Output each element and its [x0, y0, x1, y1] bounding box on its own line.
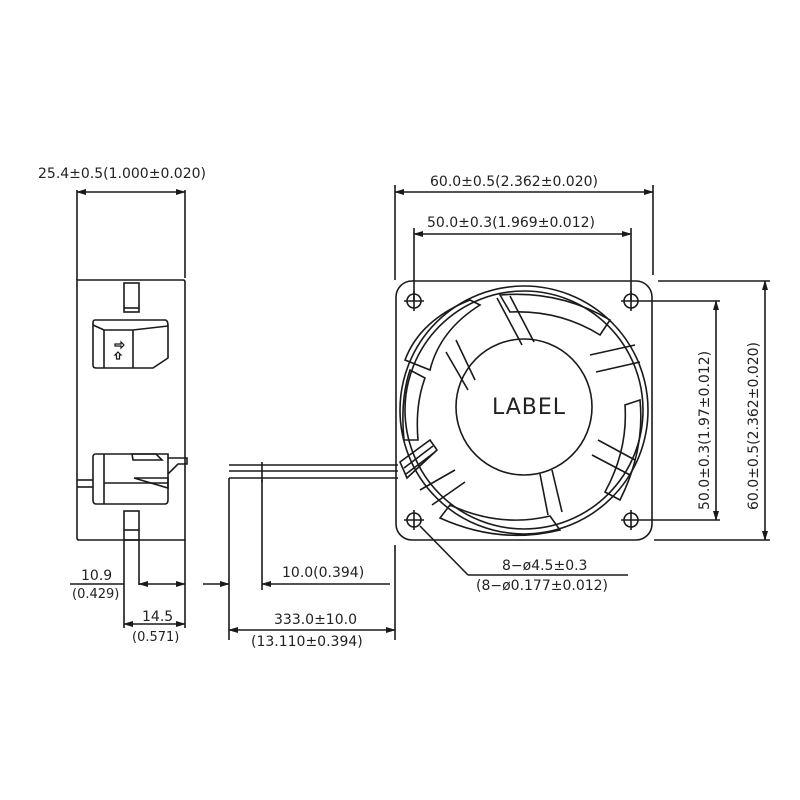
airflow-arrow-icon: [114, 340, 125, 350]
lead-wires: [203, 462, 398, 640]
dim-side-depth: 25.4±0.5(1.000±0.020): [38, 166, 206, 182]
front-view: [394, 185, 770, 576]
dim-connector-offset-in: (0.429): [72, 587, 120, 602]
dim-strip-length: 10.0(0.394): [282, 565, 365, 581]
dim-frame-height: 60.0±0.5(2.362±0.020): [746, 342, 762, 510]
mounting-hole-icon: [621, 510, 641, 530]
dim-holes-mm: 8−ø4.5±0.3: [502, 558, 588, 574]
dim-frame-width: 60.0±0.5(2.362±0.020): [430, 174, 598, 190]
mounting-hole-icon: [621, 291, 641, 311]
rotation-arrow-icon: [113, 351, 123, 360]
dim-holes-in: (8−ø0.177±0.012): [476, 578, 609, 594]
dim-hole-spacing-v: 50.0±0.3(1.97±0.012): [697, 350, 713, 510]
fan-hub: [455, 338, 593, 476]
mounting-hole-icon: [404, 291, 424, 311]
dim-connector-width-in: (0.571): [132, 630, 180, 645]
side-view: [70, 189, 188, 628]
dim-connector-width-mm: 14.5: [142, 609, 174, 625]
dim-connector-offset-mm: 10.9: [81, 568, 113, 584]
dim-lead-length-mm: 333.0±10.0: [274, 612, 357, 628]
mounting-hole-icon: [404, 510, 424, 530]
hub-label: LABEL: [492, 395, 567, 420]
dim-hole-spacing-h: 50.0±0.3(1.969±0.012): [427, 215, 595, 231]
dim-lead-length-in: (13.110±0.394): [251, 634, 363, 650]
